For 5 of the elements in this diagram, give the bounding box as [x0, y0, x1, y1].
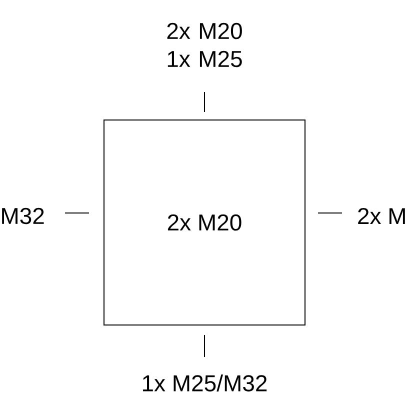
entry-label: 2x M: [358, 208, 405, 224]
entry-label: 2x M20 1x M25: [167, 22, 242, 68]
entry-label: M32: [2, 208, 44, 224]
entry-label: 1x M25/M32: [142, 374, 267, 392]
junction-box: 2x M20: [104, 120, 306, 326]
